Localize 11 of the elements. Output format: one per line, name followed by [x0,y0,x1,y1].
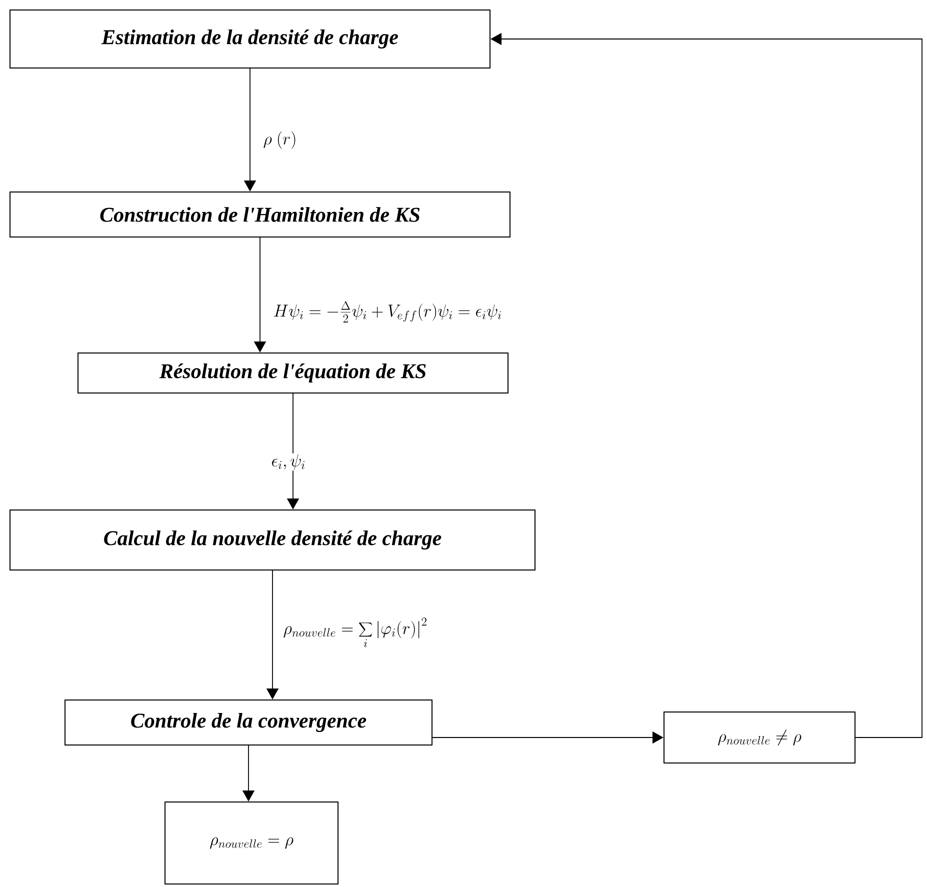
process-box: $\rho_{nouvelle} = \rho$ [164,802,338,884]
process-box: Résolution de l'équation de KS [78,352,508,394]
process-box: Estimation de la densité de charge [10,10,490,68]
edge-label: $\rho\ (r)$ [262,130,298,150]
process-box: Calcul de la nouvelle densité de charge [10,510,536,570]
edge-label: $\epsilon_i,\psi_i$ [270,453,307,471]
process-box: Construction de l'Hamiltonien de KS [10,192,510,238]
edge-label: $H\psi_i = -\frac{\Delta}{2}\psi_i + V_{eff}(r)\psi_i = \epsilon_i\psi_i$ [272,300,504,324]
edge-label: $\rho_{nouvelle} = \sum_i \left|\varphi_i(r)\right|^2$ [282,616,429,650]
process-box: $\rho_{nouvelle} \neq \rho$ [664,712,856,764]
process-box: Controle de la convergence [64,700,432,746]
